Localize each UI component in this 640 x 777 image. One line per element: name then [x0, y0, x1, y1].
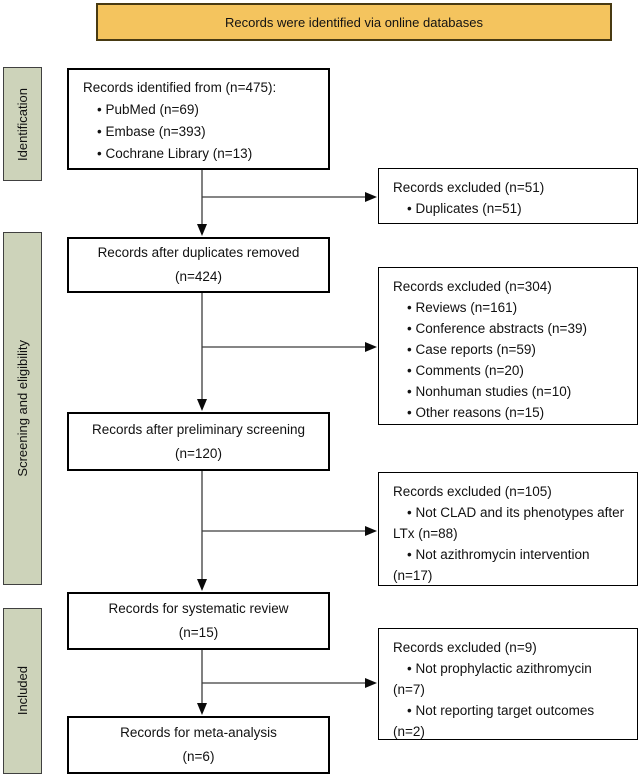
box-systematic-review-line1: Records for systematic review: [108, 601, 289, 616]
bullet-pubmed: PubMed (n=69): [83, 99, 318, 121]
box-excluded-duplicates: Records excluded (n=51) Duplicates (n=51…: [378, 168, 638, 224]
box-excluded-screening: Records excluded (n=304) Reviews (n=161)…: [378, 267, 638, 425]
box-excluded-screening-title: Records excluded (n=304): [393, 279, 552, 294]
box-excluded-eligibility: Records excluded (n=105) Not CLAD and it…: [378, 472, 638, 586]
bullet-comments: Comments (n=20): [393, 360, 625, 381]
box-meta-analysis-line1: Records for meta-analysis: [120, 725, 277, 740]
bullet-conference-abstracts: Conference abstracts (n=39): [393, 318, 625, 339]
banner-label: Records were identified via online datab…: [225, 14, 483, 30]
box-after-screening: Records after preliminary screening (n=1…: [67, 412, 330, 471]
stage-included: Included: [3, 608, 42, 774]
bullet-other-reasons: Other reasons (n=15): [393, 402, 625, 423]
box-after-screening-line1: Records after preliminary screening: [91, 421, 306, 437]
box-after-duplicates: Records after duplicates removed (n=424): [67, 237, 330, 293]
bullet-not-clad: Not CLAD and its phenotypes after LTx (n…: [393, 502, 625, 544]
box-systematic-review: Records for systematic review (n=15): [67, 592, 330, 650]
stage-identification: Identification: [3, 67, 42, 181]
stage-screening-eligibility-label: Screening and eligibility: [15, 340, 30, 477]
box-meta-analysis: Records for meta-analysis (n=6): [67, 716, 330, 774]
box-excluded-review: Records excluded (n=9) Not prophylactic …: [378, 628, 638, 740]
bullet-nonhuman-studies: Nonhuman studies (n=10): [393, 381, 625, 402]
stage-included-label: Included: [15, 666, 30, 716]
bullet-case-reports: Case reports (n=59): [393, 339, 625, 360]
connector-identified-to-duplicates: [197, 170, 377, 236]
bullet-reviews: Reviews (n=161): [393, 297, 625, 318]
stage-screening-eligibility: Screening and eligibility: [3, 232, 42, 585]
bullet-embase: Embase (n=393): [83, 121, 318, 143]
box-excluded-review-title: Records excluded (n=9): [393, 640, 537, 655]
bullet-not-prophylactic: Not prophylactic azithromycin (n=7): [393, 658, 625, 700]
bullet-cochrane: Cochrane Library (n=13): [83, 143, 318, 165]
connector-duplicates-to-screening: [197, 293, 377, 411]
bullet-duplicates: Duplicates (n=51): [393, 198, 625, 219]
connector-review-to-meta: [197, 650, 377, 715]
stage-identification-label: Identification: [15, 87, 30, 161]
connector-screening-to-review: [197, 471, 377, 591]
box-records-identified-title: Records identified from (n=475):: [83, 80, 277, 95]
box-systematic-review-count: (n=15): [178, 625, 219, 640]
box-after-duplicates-line1: Records after duplicates removed: [97, 245, 300, 260]
box-after-screening-count: (n=120): [175, 445, 222, 461]
box-after-duplicates-count: (n=424): [175, 269, 222, 284]
box-excluded-duplicates-title: Records excluded (n=51): [393, 180, 545, 195]
bullet-not-azithromycin: Not azithromycin intervention (n=17): [393, 544, 625, 586]
banner-online-databases: Records were identified via online datab…: [96, 3, 612, 41]
box-records-identified: Records identified from (n=475): PubMed …: [67, 68, 330, 170]
box-excluded-eligibility-title: Records excluded (n=105): [393, 484, 552, 499]
bullet-not-reporting: Not reporting target outcomes (n=2): [393, 700, 625, 742]
box-meta-analysis-count: (n=6): [182, 749, 215, 764]
